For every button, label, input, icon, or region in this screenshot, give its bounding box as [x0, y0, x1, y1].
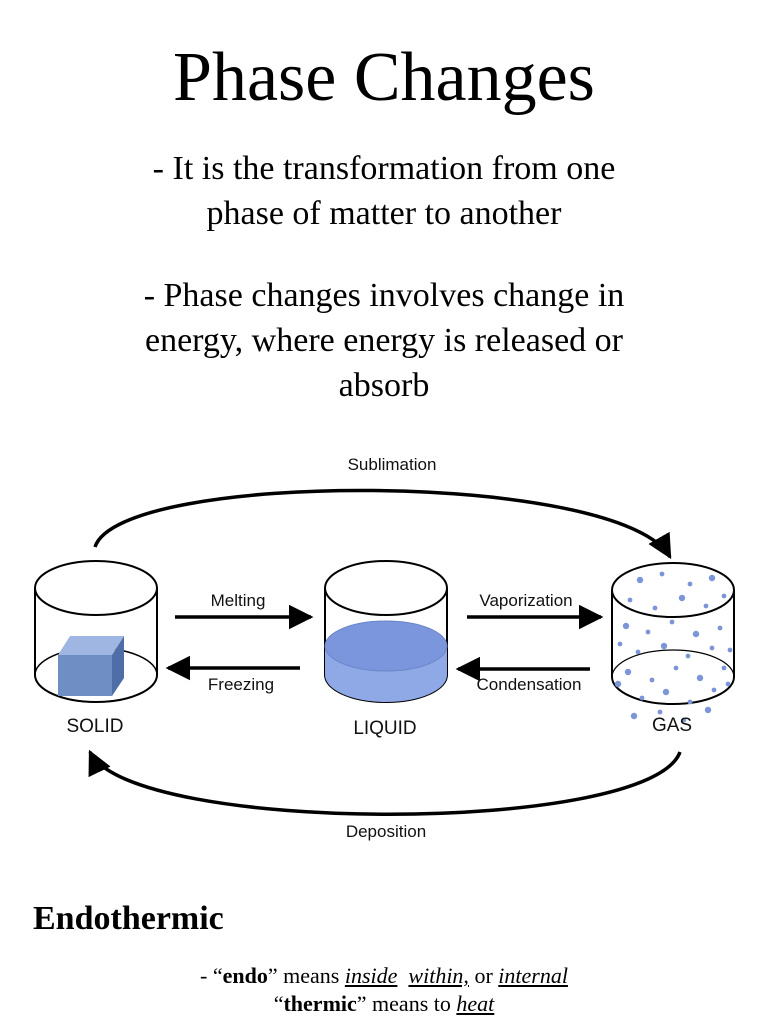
- def-text: “: [273, 991, 284, 1016]
- liquid-label: LIQUID: [353, 718, 416, 739]
- gas-particle: [624, 668, 632, 676]
- gas-particle: [711, 687, 717, 693]
- def-text: ” means: [267, 963, 345, 988]
- gas-particle: [696, 674, 704, 682]
- gas-particle: [635, 649, 641, 655]
- paragraph-line: absorb: [338, 367, 430, 404]
- meaning-word: heat: [456, 991, 495, 1016]
- gas-particle: [685, 653, 691, 659]
- solid-container: [34, 560, 158, 703]
- energy-paragraph: - Phase changes involves change in energ…: [84, 273, 684, 408]
- vaporization-label: Vaporization: [479, 591, 572, 610]
- definition-paragraph: - It is the transformation from one phas…: [84, 146, 684, 236]
- condensation-label: Condensation: [477, 675, 582, 694]
- gas-particle: [717, 625, 723, 631]
- gas-container: [611, 562, 735, 723]
- sublimation-arrow: [93, 488, 672, 560]
- gas-particle: [681, 717, 687, 723]
- section-heading: Endothermic: [33, 900, 224, 937]
- gas-particle: [673, 665, 679, 671]
- meaning-word: within,: [408, 963, 469, 988]
- gas-particle: [669, 619, 675, 625]
- gas-particle: [614, 680, 622, 688]
- paragraph-line: energy, where energy is released or: [145, 322, 623, 359]
- endo-term: endo: [222, 963, 268, 988]
- gas-particle: [652, 605, 658, 611]
- gas-particle: [617, 641, 623, 647]
- gas-particle: [659, 571, 665, 577]
- gas-particle: [692, 630, 700, 638]
- def-text: - “: [200, 963, 223, 988]
- thermic-term: thermic: [283, 991, 357, 1016]
- gas-particle: [622, 622, 630, 630]
- gas-particle: [636, 576, 644, 584]
- paragraph-line: - It is the transformation from one: [152, 150, 616, 187]
- gas-particle: [687, 699, 693, 705]
- gas-particle: [657, 709, 663, 715]
- gas-particle: [721, 593, 727, 599]
- gas-particle: [630, 712, 638, 720]
- gas-particle: [703, 603, 709, 609]
- gas-particle: [687, 581, 693, 587]
- gas-particle: [639, 695, 645, 701]
- gas-particles: [614, 571, 733, 723]
- gas-particle: [725, 681, 731, 687]
- solid-label: SOLID: [66, 716, 123, 737]
- gas-label: GAS: [652, 715, 692, 736]
- meaning-word: internal: [498, 963, 568, 988]
- gas-particle: [704, 706, 712, 714]
- gas-particle: [727, 647, 733, 653]
- page-title: Phase Changes: [173, 39, 595, 116]
- gas-particle: [662, 688, 670, 696]
- paragraph-line: phase of matter to another: [206, 195, 562, 232]
- freezing-label: Freezing: [208, 675, 274, 694]
- deposition-arrow: [88, 749, 682, 816]
- thermic-definition: “thermic” means to heat: [0, 990, 768, 1018]
- gas-particle: [627, 597, 633, 603]
- phase-change-diagram: Sublimation Deposition SOLID LIQUID GAS …: [34, 455, 735, 841]
- def-text: [397, 963, 408, 988]
- gas-particle: [660, 642, 668, 650]
- meaning-word: inside: [344, 963, 398, 988]
- gas-particle: [709, 645, 715, 651]
- def-text: or: [468, 963, 499, 988]
- gas-particle: [678, 594, 686, 602]
- gas-particle: [649, 677, 655, 683]
- gas-particle: [645, 629, 651, 635]
- def-text: ” means to: [356, 991, 457, 1016]
- paragraph-line: - Phase changes involves change in: [143, 277, 625, 314]
- deposition-label: Deposition: [346, 822, 426, 841]
- sublimation-label: Sublimation: [348, 455, 437, 474]
- ice-cube-icon: [58, 636, 124, 696]
- gas-particle: [708, 574, 716, 582]
- endo-definition: - “endo” means inside within, or interna…: [0, 962, 768, 990]
- gas-particle: [721, 665, 727, 671]
- liquid-container: [324, 560, 448, 703]
- melting-label: Melting: [211, 591, 266, 610]
